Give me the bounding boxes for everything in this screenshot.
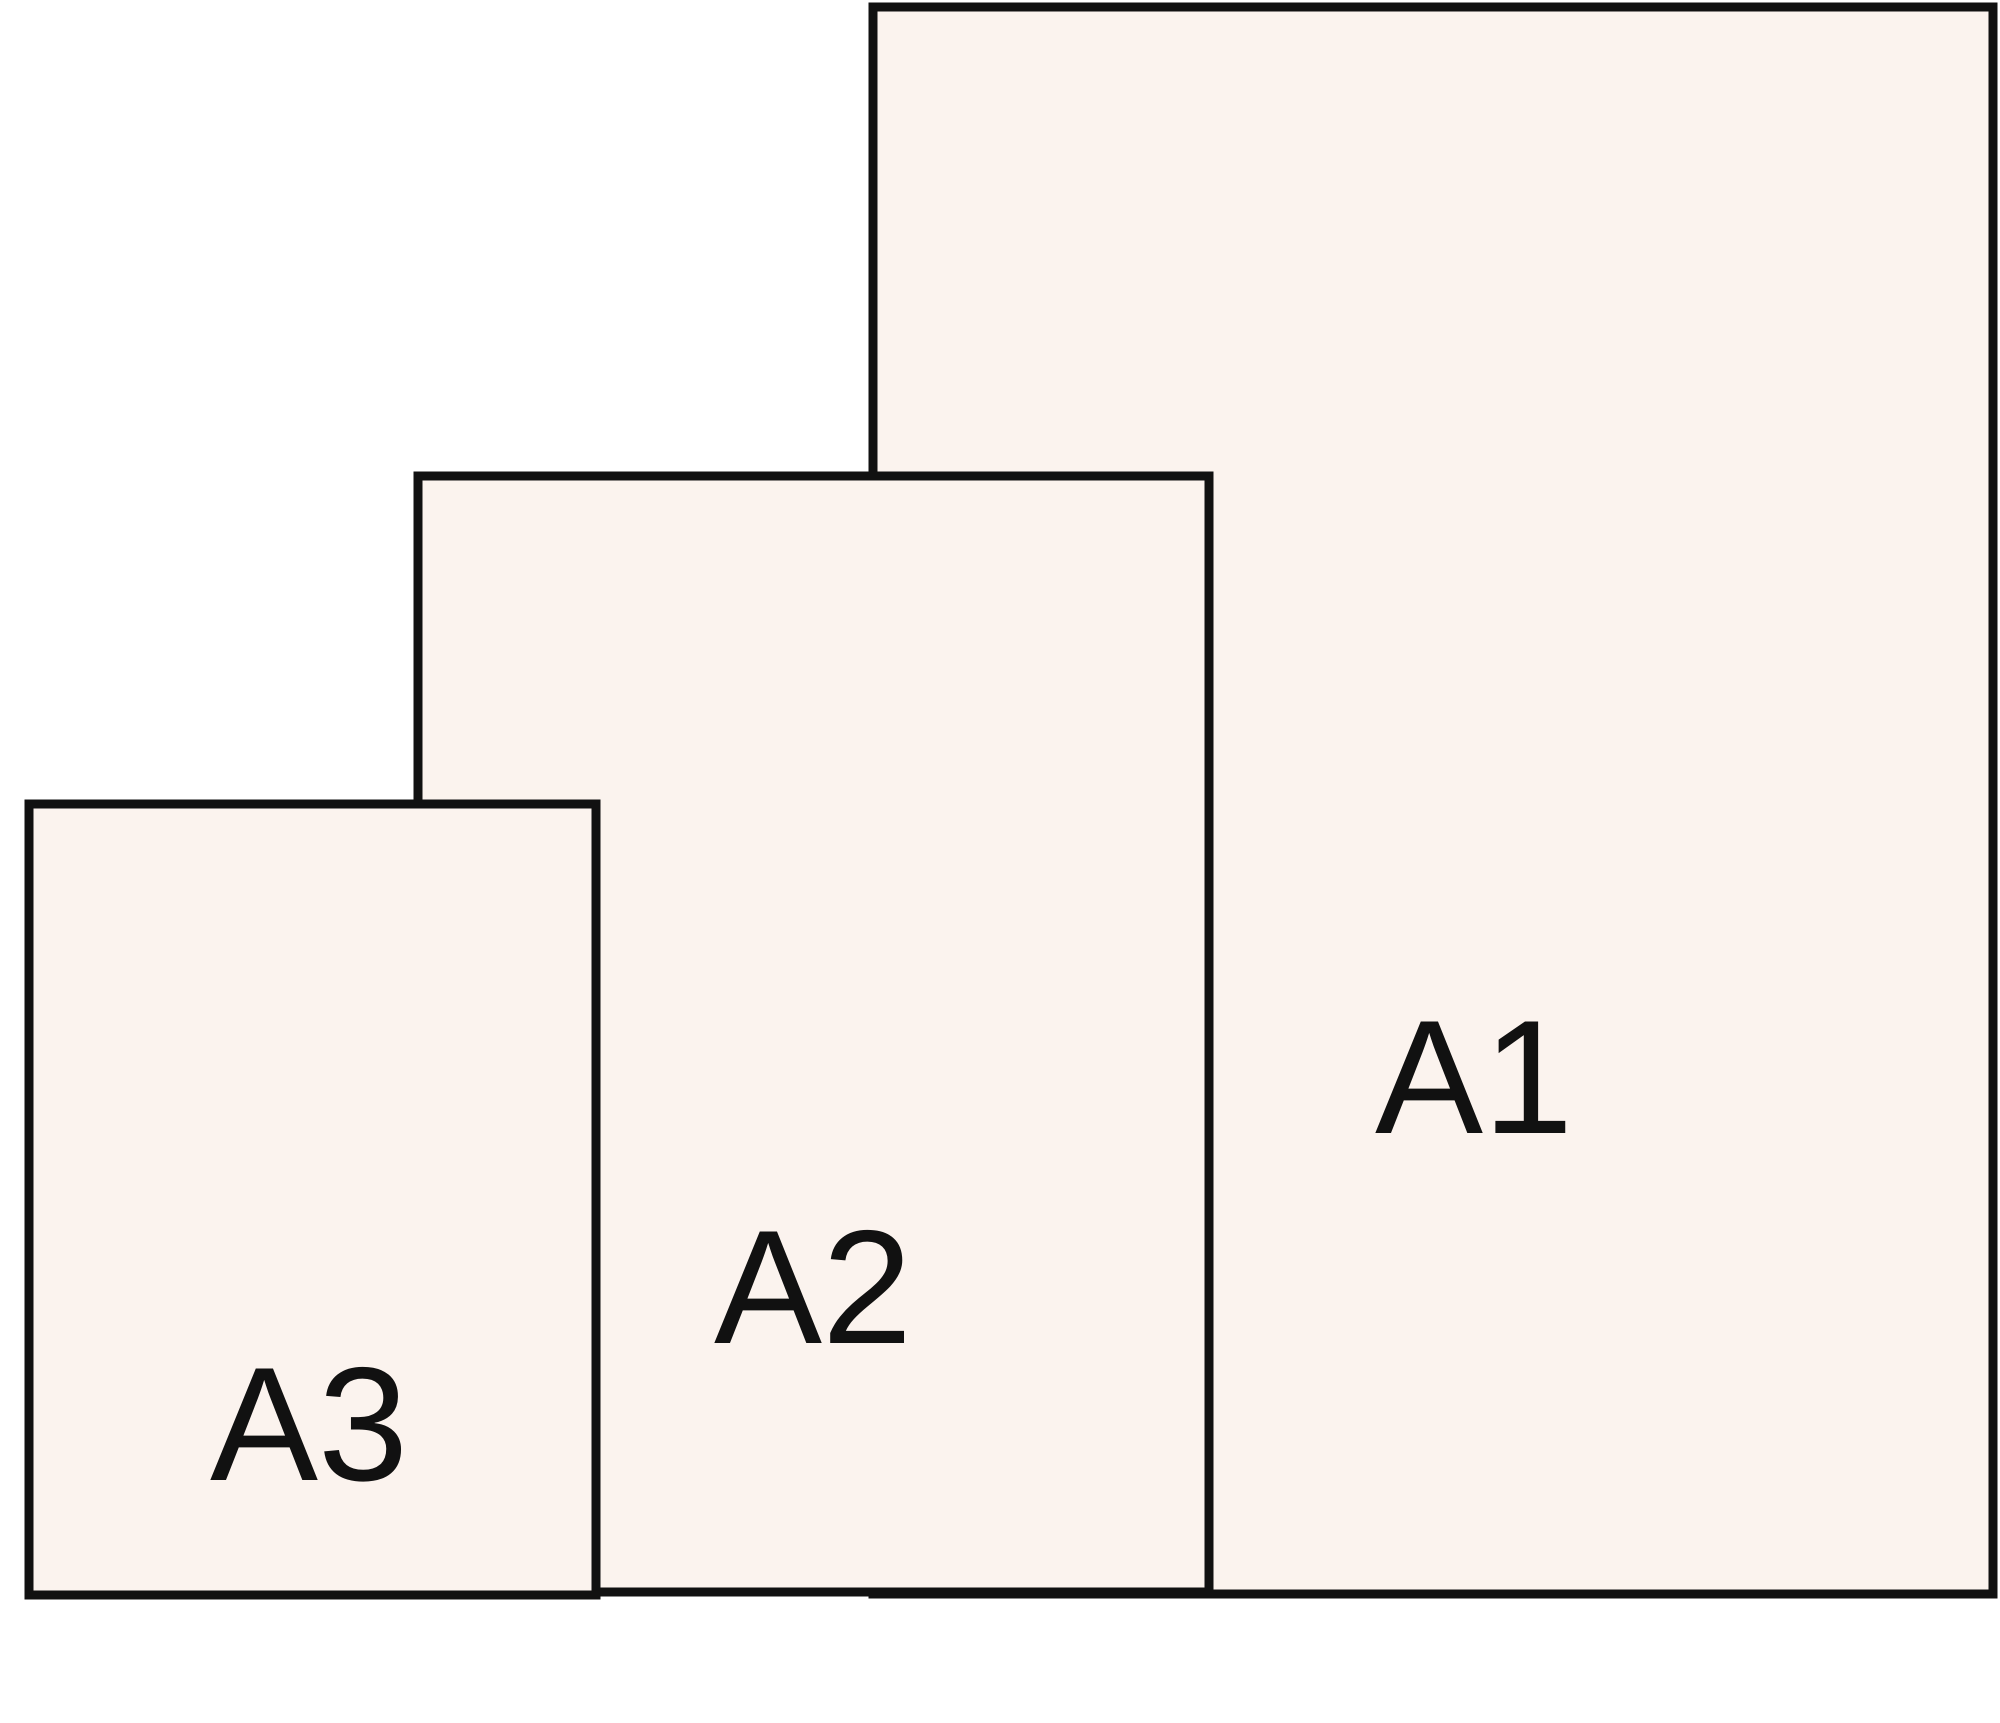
sheet-a3-rect [24, 799, 601, 1600]
sheet-a3: A3 [24, 799, 601, 1600]
sheet-a3-label: A3 [210, 1334, 408, 1515]
sheet-a2-label: A2 [714, 1197, 912, 1378]
sheet-a1-label: A1 [1375, 987, 1573, 1168]
sheet-a2: A2 [413, 471, 1214, 1597]
